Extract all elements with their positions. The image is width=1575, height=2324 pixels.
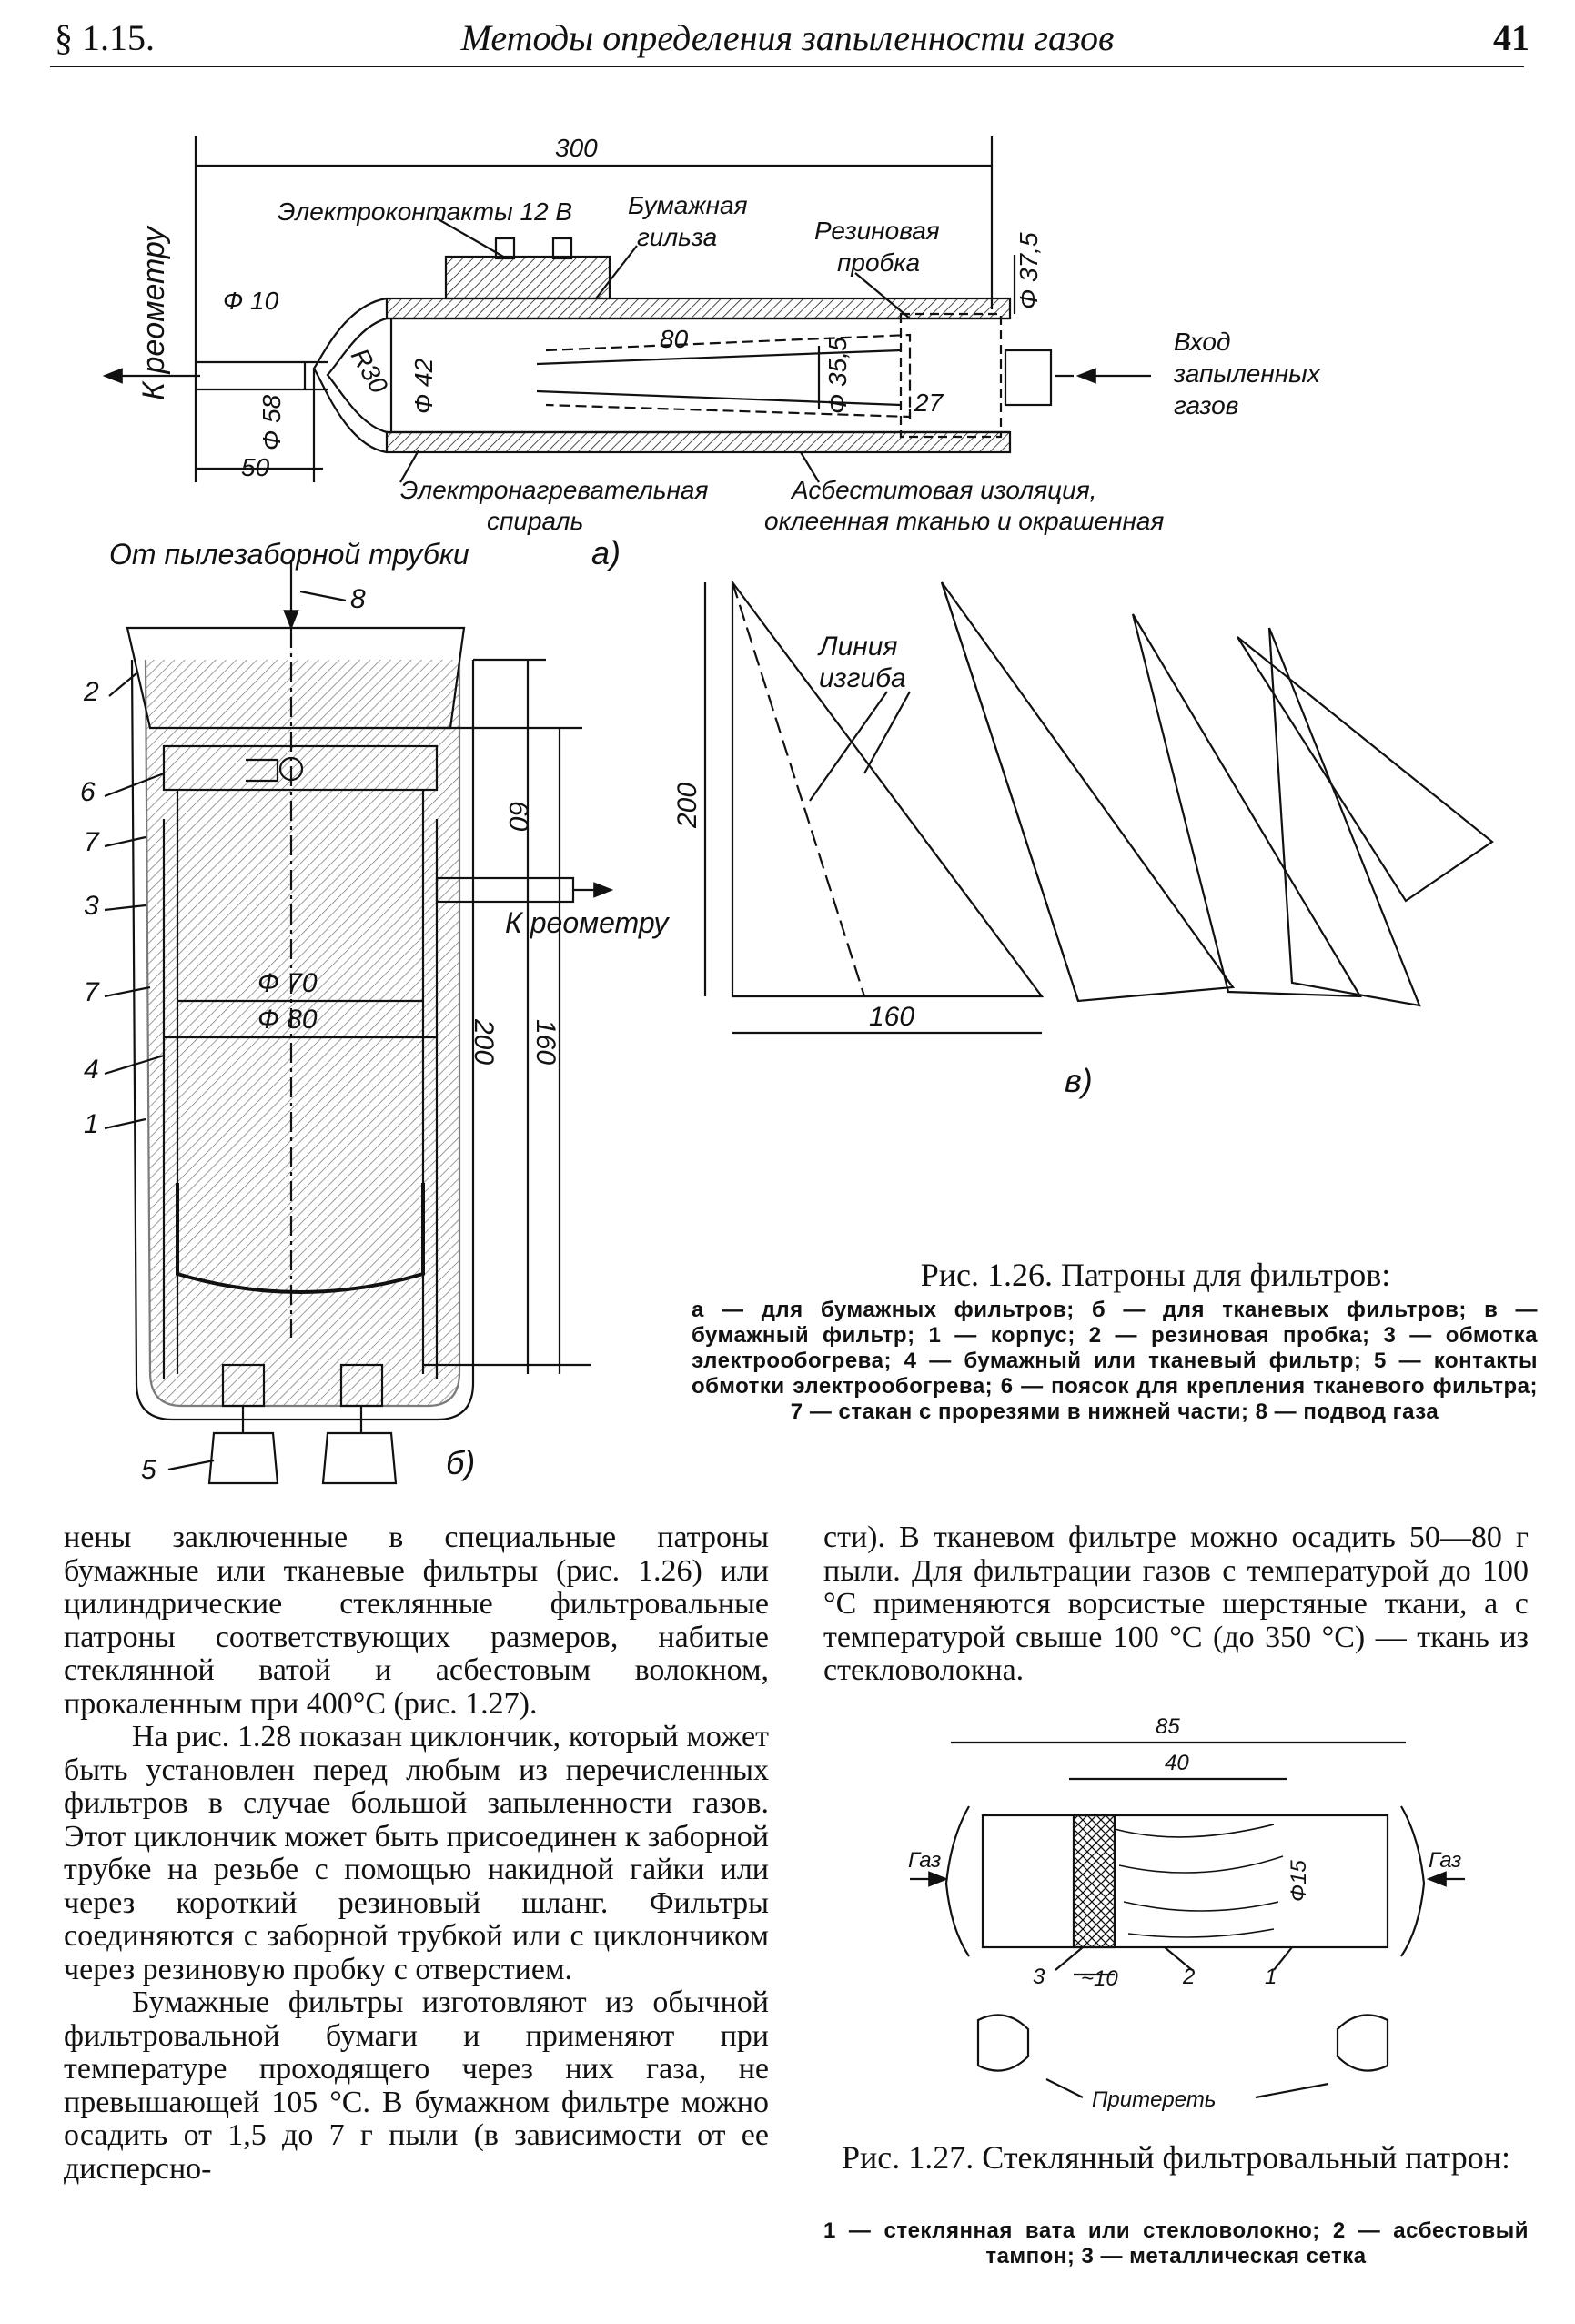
dim-200b: 200: [469, 1018, 499, 1065]
figure-126b-labels: От пылезаборной трубки 8 2 6 7 3 7 4 1 5…: [80, 538, 671, 1485]
dim-60: 60: [503, 801, 533, 832]
dim-50: 50: [241, 453, 270, 481]
callout-7a: 7: [84, 827, 100, 857]
callout-2-127: 2: [1182, 1965, 1195, 1989]
label-heater-1: Электронагревательная: [400, 476, 708, 504]
figure-126a-cartridge: [102, 136, 1151, 483]
label-heater-2: спираль: [487, 507, 583, 535]
label-plug-1: Резиновая: [814, 217, 940, 245]
figure-127-glass-cartridge: [910, 1741, 1465, 2099]
dim-200c: 200: [672, 783, 702, 829]
label-to-kreometer-b: К реометру: [505, 906, 671, 939]
dim-d70: Ф 70: [257, 968, 318, 998]
dim-40: 40: [1165, 1751, 1189, 1775]
body-right-p1: сти). В тканевом фильтре можно осадить 5…: [823, 1521, 1529, 1687]
label-insulation-1: Асбеститовая изоляция,: [790, 476, 1096, 504]
callout-7b: 7: [84, 977, 100, 1007]
label-to-kreometer-a: К реометру: [136, 225, 171, 400]
dim-d355: Ф 35,5: [823, 337, 852, 414]
label-plug-2: пробка: [837, 248, 920, 277]
callout-3-127: 3: [1033, 1965, 1045, 1989]
label-gas-right: Газ: [1429, 1848, 1461, 1873]
fig127-caption-text: 1 — стеклянная вата или стекловолокно; 2…: [823, 2218, 1529, 2268]
dim-d42: Ф 42: [409, 358, 438, 414]
callout-1: 1: [84, 1109, 99, 1139]
label-inlet-1: Вход: [1174, 328, 1230, 356]
body-right-column: сти). В тканевом фильтре можно осадить 5…: [823, 1521, 1529, 1688]
label-inlet-2: запыленных: [1173, 359, 1321, 388]
label-c: в): [1065, 1062, 1093, 1099]
dim-85: 85: [1156, 1714, 1180, 1739]
dim-d375: Ф 37,5: [1015, 232, 1043, 309]
callout-4: 4: [84, 1055, 99, 1085]
callout-3: 3: [84, 891, 99, 921]
label-contacts: Электроконтакты 12 В: [278, 197, 572, 226]
figure-126b-cartridge: [104, 560, 614, 1485]
dim-160b: 160: [530, 1019, 560, 1065]
label-sleeve-1: Бумажная: [628, 191, 748, 219]
dim-r30: R30: [346, 344, 394, 399]
callout-5: 5: [141, 1455, 156, 1485]
body-left-p1: нены заключенные в специальные патроны б…: [64, 1521, 769, 1721]
dim-27: 27: [914, 389, 944, 417]
body-left-p2: На рис. 1.28 показан циклончик, который …: [64, 1720, 769, 1986]
body-left-column: нены заключенные в специальные патроны б…: [64, 1521, 769, 2186]
callout-2: 2: [83, 677, 99, 707]
label-ground: Притереть: [1092, 2087, 1216, 2112]
label-gas-left: Газ: [908, 1848, 941, 1873]
dim-10: ~10: [1081, 1966, 1118, 1991]
dim-d58: Ф 58: [257, 394, 286, 450]
running-title: Методы определения запыленности газов: [460, 17, 1115, 58]
dim-d80: Ф 80: [257, 1005, 318, 1035]
figure-126a-labels: 300 Электроконтакты 12 В Бумажная гильза…: [136, 134, 1321, 571]
header-rule: [50, 66, 1524, 67]
label-sleeve-2: гильза: [637, 223, 717, 251]
label-insulation-2: оклеенная тканью и окрашенная: [764, 507, 1164, 535]
figure-126c-paper-filter: [703, 579, 1494, 1035]
callout-6: 6: [80, 777, 96, 807]
body-left-p3: Бумажные фильтры изготовляют из обычной …: [64, 1986, 769, 2186]
fig126-caption-text: а — для бумажных фильтров; б — для ткане…: [692, 1298, 1538, 1424]
dim-d15: Ф15: [1287, 1860, 1311, 1902]
callout-1-127: 1: [1265, 1965, 1277, 1989]
dim-80: 80: [660, 325, 689, 353]
callout-8: 8: [350, 584, 366, 614]
section-number: § 1.15.: [55, 17, 155, 58]
label-inlet-3: газов: [1174, 391, 1238, 419]
fig127-caption-title: Рис. 1.27. Стеклянный фильтровальный пат…: [842, 2139, 1510, 2176]
dim-d10: Ф 10: [223, 287, 279, 315]
dim-160c: 160: [869, 1002, 914, 1032]
figure-126c-labels: Линия изгиба 200 160 в): [672, 632, 1093, 1099]
label-a: а): [591, 534, 621, 571]
figure-127-labels: 85 40 Ф15 Газ Газ 3 ~10 2 1 Притереть: [908, 1714, 1461, 2112]
page-number: 41: [1493, 17, 1530, 58]
dim-300: 300: [555, 134, 598, 162]
label-bend-1: Линия: [817, 632, 897, 662]
fig126-caption-title: Рис. 1.26. Патроны для фильтров:: [920, 1257, 1391, 1293]
label-bend-2: изгиба: [819, 663, 906, 693]
label-from-tube: От пылезаборной трубки: [109, 538, 469, 571]
label-b: б): [446, 1444, 475, 1481]
